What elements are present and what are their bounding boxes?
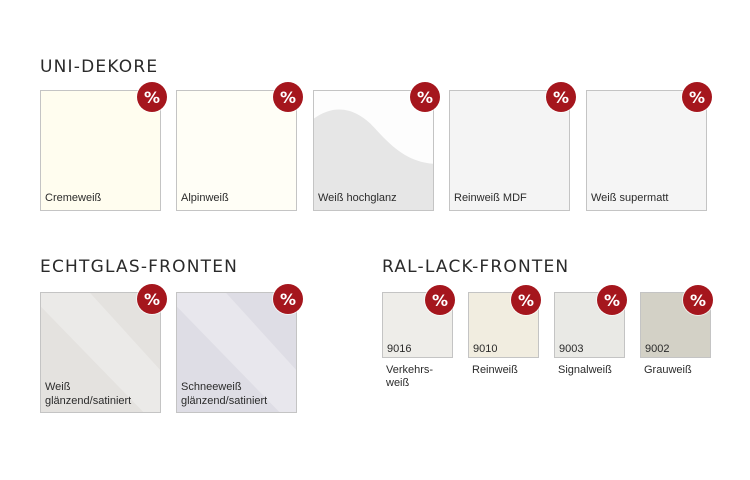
ral-name-line1: Grauweiß (644, 364, 692, 376)
ral-code: 9016 (387, 343, 412, 355)
sale-badge-icon: % (546, 82, 576, 112)
swatch-reinweiss-mdf[interactable]: Reinweiß MDF (449, 90, 570, 211)
swatch-cremeweiss[interactable]: Cremeweiß (40, 90, 161, 211)
swatch-label-line2: glänzend/satiniert (181, 395, 268, 407)
sale-badge-icon: % (273, 284, 303, 314)
swatch-glas-weiss[interactable]: Weiß glänzend/satiniert (40, 292, 161, 413)
swatch-label-line1: Schneeweiß (181, 381, 242, 393)
sale-badge-icon: % (597, 285, 627, 315)
ral-name-line1: Signalweiß (558, 364, 612, 376)
glass-sheen-pattern (41, 293, 160, 412)
sale-badge-icon: % (137, 284, 167, 314)
swatch-label: Reinweiß MDF (454, 192, 527, 204)
swatch-label-line2: glänzend/satiniert (45, 395, 132, 407)
swatch-label: Weiß hochglanz (318, 192, 397, 204)
swatch-alpinweiss[interactable]: Alpinweiß (176, 90, 297, 211)
ral-name-line2: weiß (386, 377, 410, 389)
ral-lack-fronten-heading: RAL-LACK-FRONTEN (382, 257, 570, 277)
ral-name-line1: Verkehrs- (386, 364, 434, 376)
gloss-wave-pattern (314, 109, 433, 210)
swatch-weiss-hochglanz[interactable]: Weiß hochglanz (313, 90, 434, 211)
swatch-weiss-supermatt[interactable]: Weiß supermatt (586, 90, 707, 211)
sale-badge-icon: % (425, 285, 455, 315)
sale-badge-icon: % (137, 82, 167, 112)
ral-code: 9002 (645, 343, 670, 355)
ral-name-line1: Reinweiß (472, 364, 518, 376)
swatch-label: Cremeweiß (45, 192, 102, 204)
glass-sheen-pattern (177, 293, 296, 412)
sale-badge-icon: % (683, 285, 713, 315)
swatch-label: Alpinweiß (181, 192, 229, 204)
sale-badge-icon: % (682, 82, 712, 112)
swatch-label: Weiß supermatt (591, 192, 669, 204)
echtglas-fronten-heading: ECHTGLAS-FRONTEN (40, 257, 239, 277)
sale-badge-icon: % (273, 82, 303, 112)
sale-badge-icon: % (410, 82, 440, 112)
uni-dekore-heading: UNI-DEKORE (40, 57, 159, 77)
swatch-glas-schneeweiss[interactable]: Schneeweiß glänzend/satiniert (176, 292, 297, 413)
swatch-label-line1: Weiß (45, 381, 71, 393)
ral-code: 9010 (473, 343, 498, 355)
sale-badge-icon: % (511, 285, 541, 315)
ral-code: 9003 (559, 343, 584, 355)
